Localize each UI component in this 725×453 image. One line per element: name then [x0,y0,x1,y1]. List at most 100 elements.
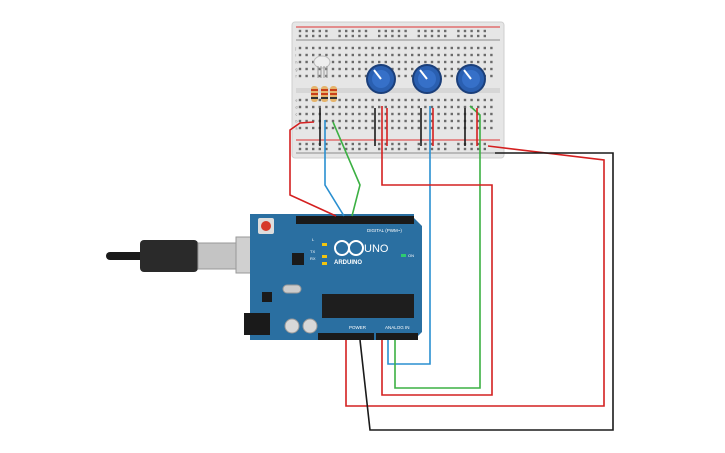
breadboard-hole [477,53,480,57]
breadboard-hole [411,126,414,130]
breadboard-hole [391,119,394,123]
breadboard-hole [430,53,434,57]
breadboard-hole [298,53,302,57]
breadboard-hole [430,142,434,146]
breadboard-hole [384,34,387,38]
resistor [321,86,328,102]
breadboard-hole [351,46,354,50]
breadboard-hole [358,126,361,130]
breadboard-hole [338,53,341,57]
breadboard-hole [391,98,394,102]
breadboard-hole [457,112,460,116]
breadboard-hole [364,105,368,109]
breadboard-hole [397,46,401,50]
breadboard-row-letter: i [296,54,297,58]
breadboard-hole [411,53,414,57]
breadboard-hole [437,67,440,71]
breadboard-hole [404,142,407,146]
breadboard-hole [404,34,407,38]
breadboard-hole [417,34,420,38]
breadboard-hole [345,119,348,123]
breadboard-hole [378,119,381,123]
reset-button[interactable] [261,221,271,231]
breadboard-hole [417,119,420,123]
potentiometer-2[interactable] [412,64,442,94]
breadboard-hole [483,34,486,38]
potentiometer-3[interactable] [456,64,486,94]
breadboard-hole [358,60,361,64]
breadboard-hole [424,46,427,50]
breadboard-hole [444,142,447,146]
breadboard-hole [378,112,381,116]
breadboard-hole [338,142,341,146]
breadboard-hole [378,126,381,130]
breadboard-hole [318,67,321,71]
breadboard-hole [457,98,460,102]
breadboard-hole [477,60,480,64]
breadboard-hole [325,74,328,78]
breadboard-hole [417,60,420,64]
breadboard-hole [463,46,467,50]
breadboard-hole [305,74,308,78]
breadboard-row-letter: g [296,68,298,72]
breadboard-hole [312,34,315,38]
breadboard-hole [470,29,473,33]
breadboard-hole [437,29,440,33]
breadboard-hole [483,142,486,146]
breadboard-hole [345,112,348,116]
breadboard-hole [312,119,315,123]
breadboard-hole [325,34,328,38]
breadboard-hole [430,147,434,151]
breadboard-hole [397,126,401,130]
breadboard-hole [450,126,453,130]
breadboard-hole [298,105,302,109]
breadboard-hole [424,119,427,123]
breadboard-row-letter: j [295,47,297,51]
breadboard-hole [331,105,335,109]
breadboard-hole [331,119,335,123]
breadboard-hole [318,29,321,33]
breadboard-hole [477,105,480,109]
breadboard-hole [483,119,486,123]
breadboard-hole [318,34,321,38]
breadboard-hole [305,147,308,151]
potentiometer-1[interactable] [366,64,396,94]
breadboard-hole [351,60,354,64]
breadboard-hole [384,105,387,109]
breadboard-hole [483,46,486,50]
breadboard-hole [325,46,328,50]
breadboard-hole [338,34,341,38]
breadboard-hole [397,60,401,64]
breadboard-hole [378,98,381,102]
breadboard-hole [305,34,308,38]
usb-cable [106,236,271,274]
breadboard-hole [397,67,401,71]
breadboard-hole [444,119,447,123]
breadboard-hole [351,119,354,123]
analog-header [376,333,418,340]
breadboard-hole [463,34,467,38]
breadboard-hole [437,105,440,109]
breadboard-hole [470,53,473,57]
breadboard-row-letter: a [296,127,298,131]
breadboard-hole [358,74,361,78]
breadboard-hole [444,112,447,116]
breadboard-hole [351,53,354,57]
breadboard-hole [325,29,328,33]
breadboard-hole [477,147,480,151]
breadboard-hole [470,34,473,38]
breadboard-hole [345,147,348,151]
breadboard-hole [364,119,368,123]
breadboard-hole [371,119,374,123]
breadboard-hole [404,53,407,57]
breadboard-hole [424,105,427,109]
breadboard-hole [338,105,341,109]
breadboard-hole [384,126,387,130]
breadboard-row-letter: b [296,120,298,124]
breadboard-hole [444,53,447,57]
arduino-uno-board: UNO ARDUINO DIGITAL (PWM~) POWER ANALOG … [244,214,422,340]
breadboard-hole [391,112,394,116]
breadboard-hole [411,98,414,102]
breadboard-hole [298,67,302,71]
